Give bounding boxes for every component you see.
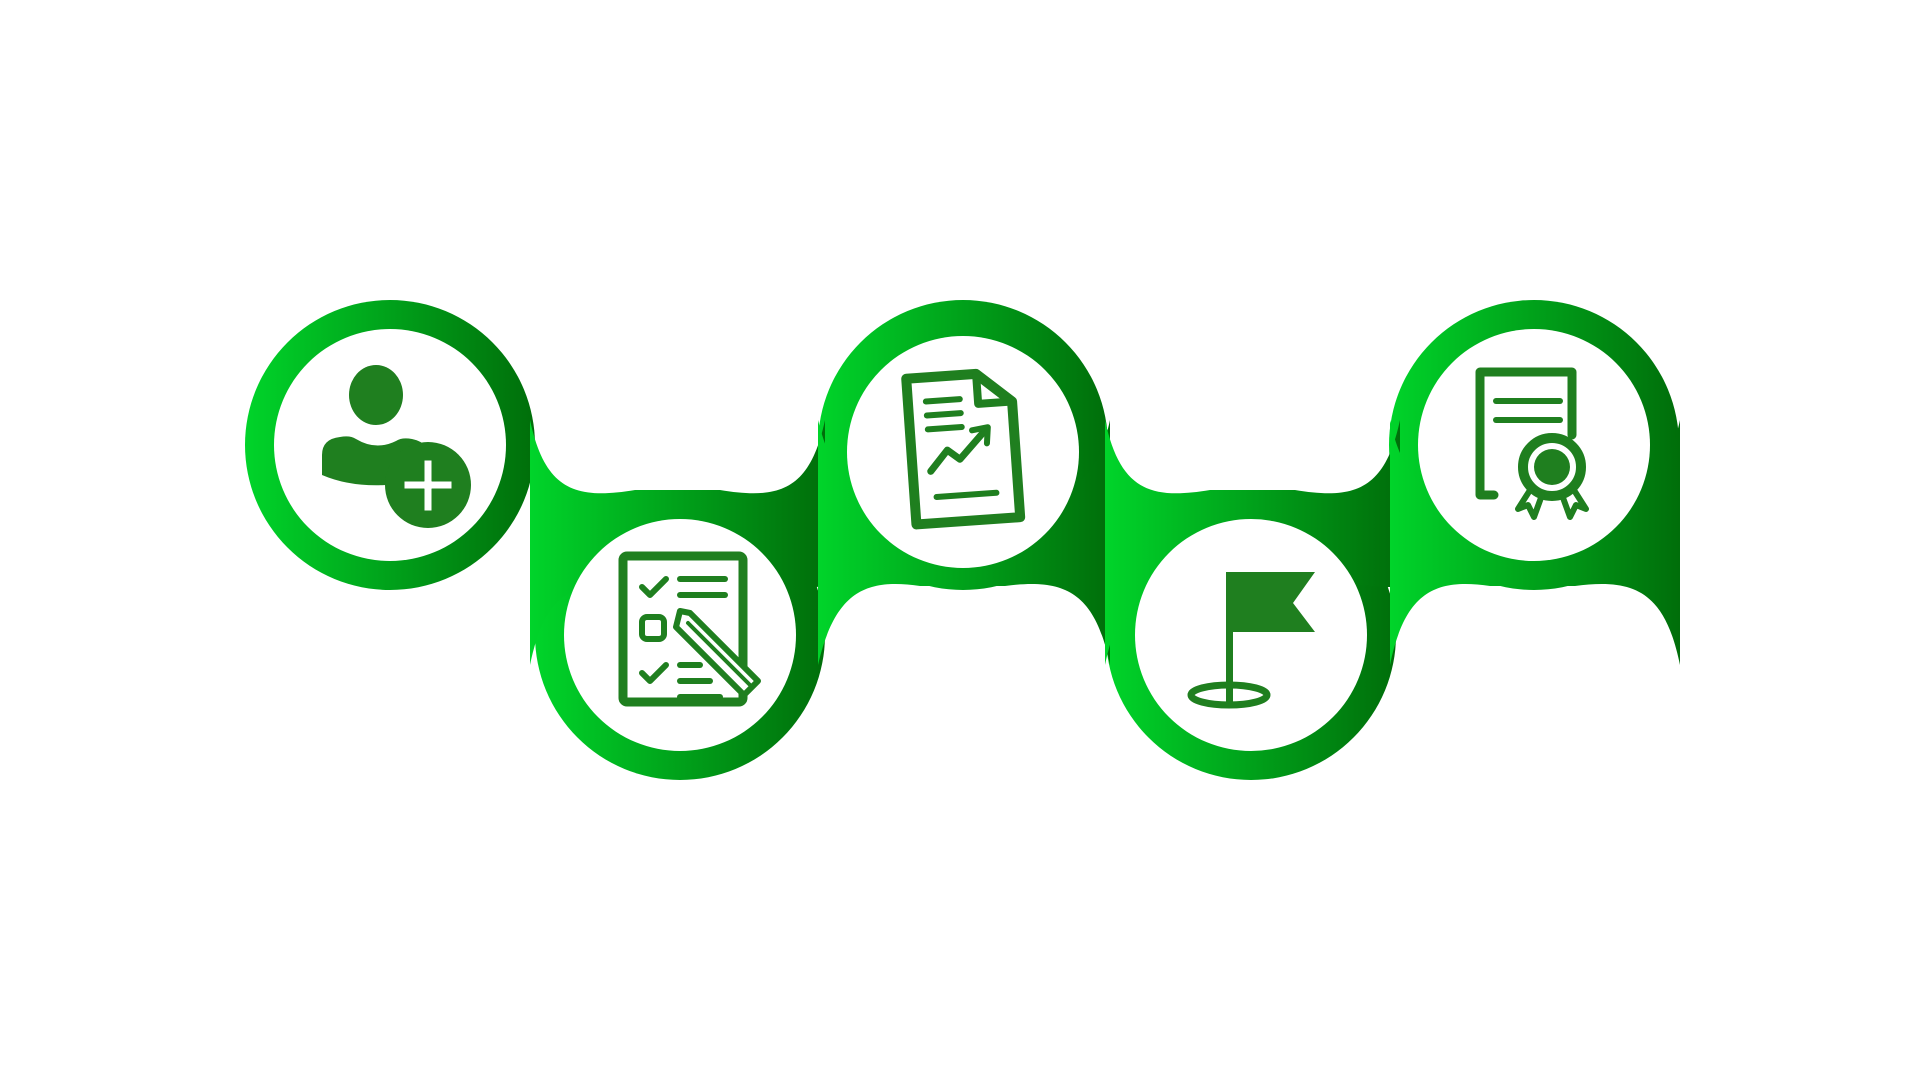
connector-1-2 [530, 420, 825, 665]
growth-report-icon [901, 368, 1026, 530]
connector-3-4 [1105, 420, 1400, 665]
checklist-pencil-icon [618, 551, 761, 707]
goal-flag-icon [1187, 572, 1315, 709]
timeline-band [245, 300, 1680, 780]
add-user-icon [322, 365, 471, 528]
connector-2-3 [818, 420, 1110, 665]
certificate-award-icon [1475, 367, 1589, 520]
connector-4-5 [1390, 420, 1680, 665]
